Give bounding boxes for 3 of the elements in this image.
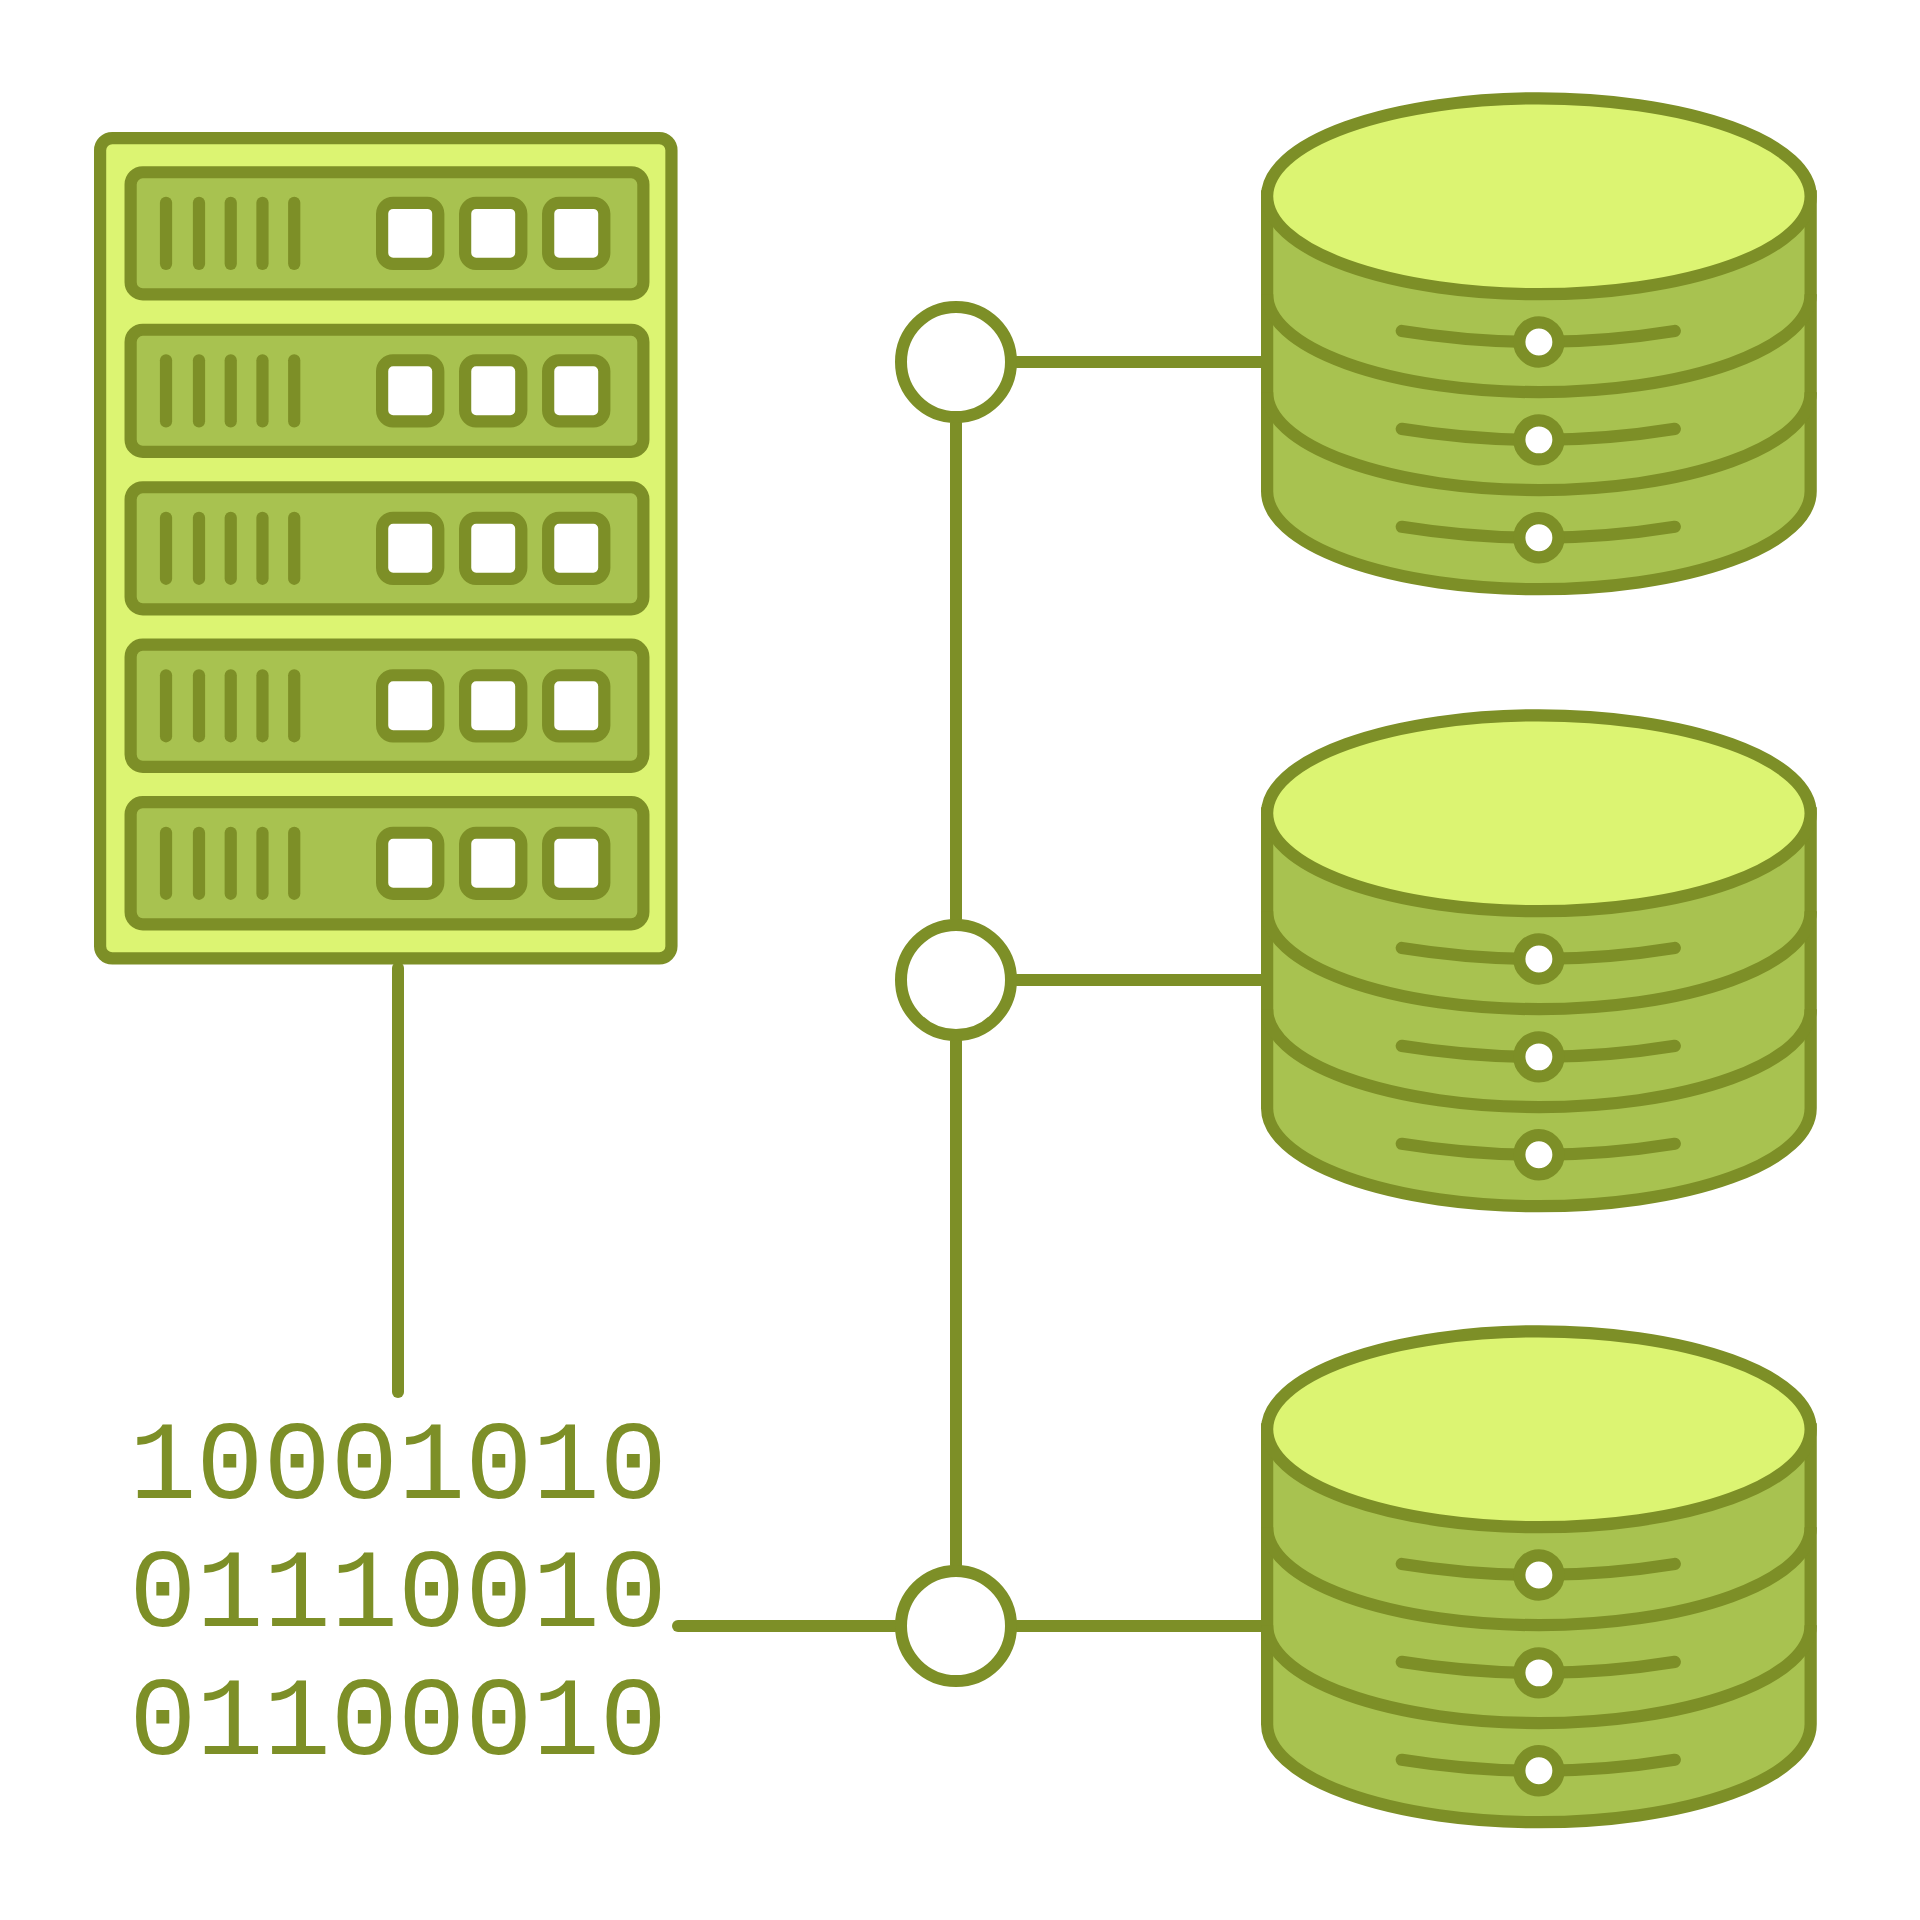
binary-digits: 01100010 [129,1661,667,1789]
binary-digits: 01110010 [129,1533,667,1661]
binary-digits: 10001010 [129,1405,667,1533]
